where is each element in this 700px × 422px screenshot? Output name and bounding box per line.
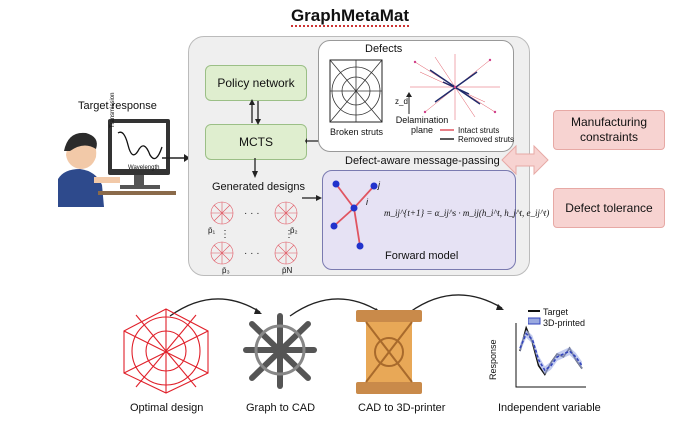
- legend-printed: 3D-printed: [543, 318, 586, 328]
- chart-ylabel: Response: [488, 339, 498, 380]
- svg-text:· · ·: · · ·: [244, 208, 260, 219]
- defects-legend-swatches: [440, 129, 454, 140]
- designs-forward-arrows: [302, 195, 322, 201]
- node-j-label: j: [378, 180, 380, 190]
- design-label-1: p̄₁: [208, 226, 216, 235]
- policy-mcts-arrows: [249, 99, 261, 125]
- design-label-3: p̄₃: [222, 266, 230, 275]
- zd-arrow: [406, 92, 412, 114]
- printed-sample: [356, 310, 422, 394]
- policy-network-box: Policy network: [205, 65, 307, 101]
- defect-tolerance-box: Defect tolerance: [553, 188, 665, 228]
- svg-text:⋮: ⋮: [284, 229, 294, 240]
- chart-axes: [515, 323, 586, 388]
- chart-legend-swatches: [528, 310, 541, 325]
- person-at-monitor-illustration: [58, 119, 176, 207]
- optimal-design-lattice: [123, 308, 209, 394]
- response-chart: [515, 323, 586, 388]
- monitor-ylabel: Transmission: [110, 92, 116, 128]
- monitor-xlabel: Wavelength: [128, 165, 160, 171]
- message-passing-graph: [330, 180, 378, 250]
- target-response-label: Target response: [78, 100, 157, 112]
- printed-series-line: [519, 332, 583, 372]
- chart-xlabel: Independent variable: [498, 402, 601, 414]
- input-arrow: [162, 154, 190, 162]
- svg-text:⋮: ⋮: [220, 229, 230, 240]
- graph-to-cad-model: [243, 313, 317, 389]
- bottom-pipeline-arrows: [169, 294, 504, 317]
- constraints-double-arrow: [501, 144, 549, 176]
- printed-uncertainty-band: [520, 329, 582, 375]
- delamination-plane-label: Delamination plane: [395, 115, 449, 135]
- message-passing-title: Defect-aware message-passing: [345, 155, 500, 167]
- optimal-design-label: Optimal design: [130, 402, 204, 414]
- message-passing-equation: m_ij^{t+1} = α_ij^s · m_ij(h_i^t, h_j^t,…: [384, 208, 550, 218]
- defects-panel: [318, 40, 514, 152]
- manufacturing-constraints-box: Manufacturing constraints: [553, 110, 665, 150]
- legend-target: Target: [543, 307, 569, 317]
- svg-text:· · ·: · · ·: [244, 248, 260, 259]
- generated-designs-label: Generated designs: [212, 181, 305, 193]
- forward-model-label: Forward model: [385, 250, 459, 262]
- cad-to-printer-label: CAD to 3D-printer: [358, 402, 446, 414]
- diagram-title: GraphMetaMat: [290, 6, 410, 27]
- design-label-n: p̄N: [282, 266, 293, 275]
- broken-struts-lattice: [329, 59, 383, 123]
- mcts-box: MCTS: [205, 124, 307, 160]
- zd-label: z_d: [395, 97, 408, 106]
- legend-removed-struts: Removed struts: [458, 135, 515, 144]
- defects-title: Defects: [365, 43, 403, 55]
- generated-designs-lattices: · · · · · · ⋮ ⋮: [210, 201, 298, 265]
- graph-to-cad-label: Graph to CAD: [246, 402, 316, 414]
- legend-intact-struts: Intact struts: [458, 126, 500, 135]
- delamination-lattice: [410, 54, 500, 120]
- broken-struts-label: Broken struts: [330, 127, 384, 137]
- design-label-2: p̄₂: [290, 226, 298, 235]
- forward-model-panel: [322, 170, 516, 270]
- node-i-label: i: [366, 197, 368, 207]
- mcts-designs-arrow: [252, 158, 258, 178]
